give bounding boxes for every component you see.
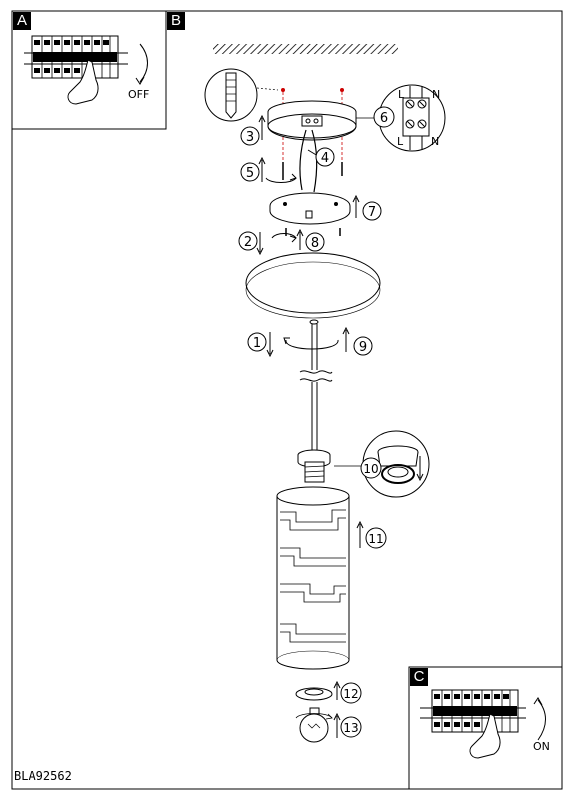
terminal-label-n-top: N [432, 88, 440, 101]
panel-b-assembly: L N L N [204, 44, 446, 743]
ceiling-canopy [267, 100, 357, 141]
step-markers: 3 4 5 6 7 2 8 1 9 10 11 12 13 [238, 106, 395, 738]
glass-shade [276, 486, 350, 670]
lamp-holder [297, 449, 331, 483]
hand-icon [469, 713, 501, 759]
terminal-label-n-bottom: N [431, 135, 439, 148]
suspension-rod [299, 319, 333, 452]
breaker-row-on [420, 689, 526, 733]
step-10: 10 [363, 462, 378, 476]
panel-a: OFF [11, 10, 167, 130]
mounting-bracket [269, 192, 351, 225]
terminal-block-small [301, 115, 323, 127]
step-1: 1 [253, 336, 261, 351]
switch-on-text: ON [533, 740, 550, 753]
wall-plug-icon [225, 72, 237, 119]
light-bulb-icon [299, 707, 329, 743]
rotate-arrow-icon [537, 699, 546, 741]
panel-c: ON [408, 666, 563, 790]
hand-icon [67, 59, 99, 105]
step-12: 12 [343, 687, 358, 701]
canopy-cover [245, 252, 381, 319]
panel-b-label: B [167, 12, 185, 30]
terminal-label-l-bottom: L [397, 135, 404, 148]
drill-hole-marker [281, 88, 285, 92]
breaker-row-off [24, 35, 128, 79]
step-8: 8 [311, 236, 319, 251]
panel-c-label: C [410, 668, 428, 686]
step-2: 2 [244, 235, 252, 250]
cable [299, 129, 307, 191]
step-13: 13 [343, 721, 358, 735]
bottom-ring [295, 687, 333, 701]
outer-frame [11, 10, 563, 790]
switch-off-text: OFF [128, 88, 149, 101]
step-3: 3 [246, 130, 254, 145]
rotate-arrow-icon [139, 43, 148, 83]
ceiling-hatch [213, 44, 398, 54]
step-5: 5 [246, 166, 254, 181]
panel-a-label: A [13, 12, 31, 30]
step-7: 7 [368, 205, 376, 220]
drill-hole-marker [340, 88, 344, 92]
terminal-label-l-top: L [398, 88, 405, 101]
step-9: 9 [359, 340, 367, 355]
step-11: 11 [368, 532, 383, 546]
step-4: 4 [321, 151, 329, 166]
step-6: 6 [380, 111, 388, 126]
document-code: BLA92562 [14, 769, 72, 783]
